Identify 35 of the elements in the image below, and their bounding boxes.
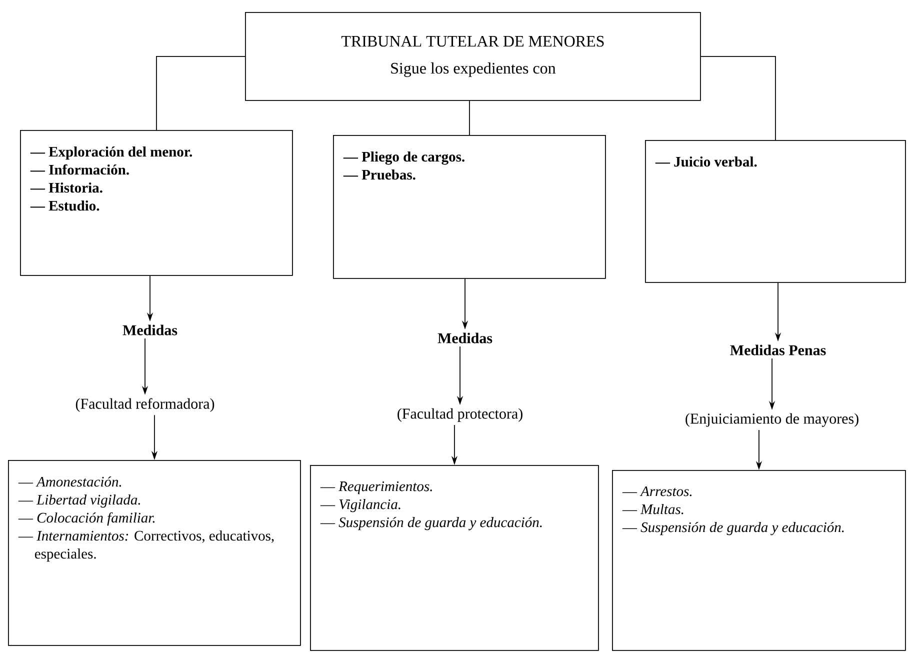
connector-line [700, 56, 776, 140]
list-box [20, 130, 293, 276]
list-box [8, 460, 301, 646]
note-label: (Enjuiciamiento de mayores) [686, 413, 858, 427]
list-item: — Colocación familiar. [18, 512, 155, 526]
category-label: Medidas [438, 332, 492, 344]
list-item: — Pliego de cargos. [343, 151, 464, 165]
list-item: — Exploración del menor. [30, 146, 192, 160]
list-item: — Historia. [30, 182, 102, 193]
list-box [333, 135, 606, 279]
list-box [245, 12, 701, 101]
list-item: — Juicio verbal. [655, 156, 757, 167]
connector-line [156, 56, 246, 130]
list-item: — Arrestos. [622, 486, 692, 496]
box-subtitle: Sigue los expedientes con [391, 62, 556, 77]
category-label: Medidas [122, 324, 178, 336]
note-label: (Facultad protectora) [398, 408, 522, 422]
list-item: — Libertad vigilada. [18, 494, 140, 508]
list-item: — Suspensión de guarda y educación. [622, 522, 844, 536]
list-box [612, 470, 906, 651]
list-item: — Amonestación. [18, 476, 122, 487]
list-box [310, 465, 599, 651]
list-item: — Vigilancia. [320, 499, 400, 512]
list-item: — Información. [30, 164, 129, 175]
list-item: — Pruebas. [343, 169, 416, 180]
box-heading: TRIBUNAL TUTELAR DE MENORES [341, 36, 604, 47]
list-item: — Suspensión de guarda y educación. [320, 516, 542, 530]
list-item: — Internamientos: Correctivos, educativos, especiales. [18, 530, 274, 562]
connector-line [469, 100, 470, 136]
list-item: — Requerimientos. [320, 481, 432, 494]
list-box [645, 140, 906, 283]
list-item: — Estudio. [30, 200, 100, 211]
category-label: Medidas Penas [730, 344, 826, 356]
note-label: (Facultad reformadora) [76, 398, 214, 412]
list-item: — Multas. [622, 504, 684, 514]
